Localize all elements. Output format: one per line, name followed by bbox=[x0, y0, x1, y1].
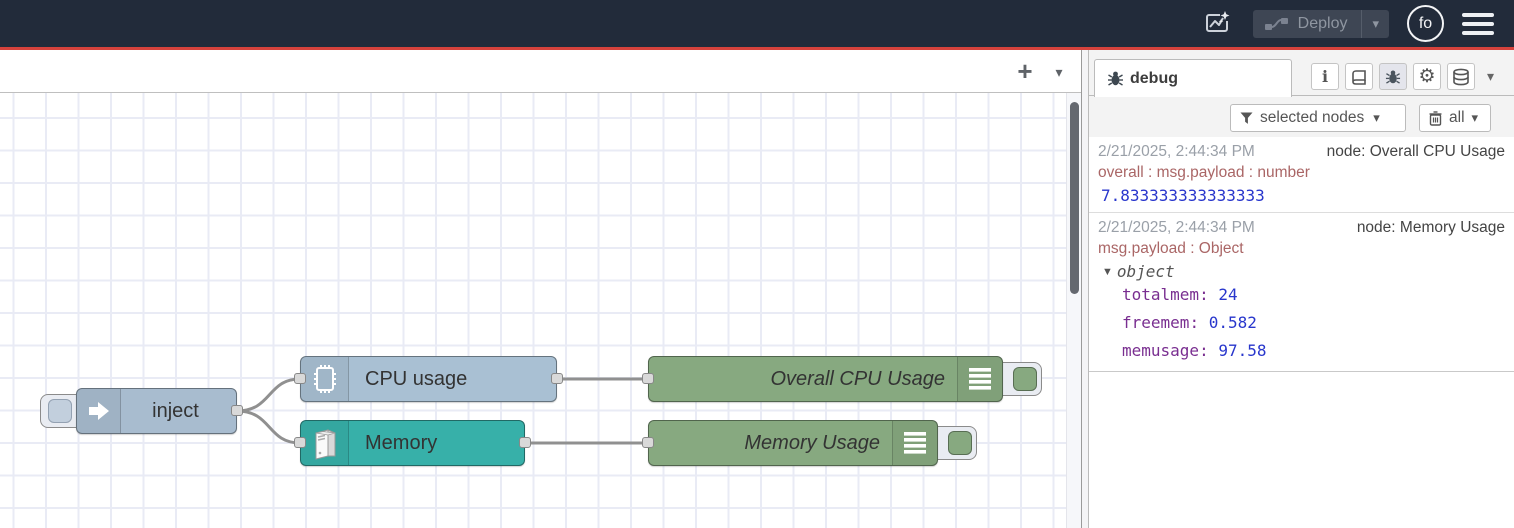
bug-icon bbox=[1385, 69, 1401, 85]
assistant-button[interactable] bbox=[1199, 7, 1235, 41]
object-type-label: object bbox=[1116, 262, 1175, 281]
flow-canvas[interactable]: inject CPU usage bbox=[0, 93, 1081, 528]
debug-clear-label: all bbox=[1449, 109, 1465, 126]
node-cpu-usage[interactable]: CPU usage bbox=[300, 356, 557, 402]
node-debug-cpu[interactable]: Overall CPU Usage bbox=[648, 356, 1003, 402]
port-debug-cpu-in[interactable] bbox=[642, 373, 654, 384]
node-label: inject bbox=[152, 399, 199, 422]
help-tab-button[interactable] bbox=[1345, 63, 1373, 90]
tab-debug[interactable]: debug bbox=[1094, 59, 1292, 97]
wire-layer bbox=[236, 377, 648, 445]
tab-debug-label: debug bbox=[1130, 69, 1178, 87]
info-tab-button[interactable]: i bbox=[1311, 63, 1339, 90]
node-debug-memory[interactable]: Memory Usage bbox=[648, 420, 938, 466]
node-memory[interactable]: Memory bbox=[300, 420, 525, 466]
debug-node-name[interactable]: node: Overall CPU Usage bbox=[1326, 143, 1505, 160]
sidebar-resize-handle[interactable] bbox=[1081, 50, 1089, 528]
database-icon bbox=[1452, 68, 1470, 86]
info-icon: i bbox=[1321, 67, 1329, 86]
deploy-label: Deploy bbox=[1297, 14, 1348, 32]
debug-toggle-button-memory[interactable] bbox=[930, 426, 977, 460]
user-avatar[interactable]: fo bbox=[1407, 5, 1444, 42]
object-field[interactable]: freemem: 0.582 bbox=[1122, 313, 1257, 332]
canvas-scrollbar[interactable] bbox=[1066, 93, 1081, 528]
context-data-tab-button[interactable] bbox=[1447, 63, 1475, 90]
workspace: + ▾ inject bbox=[0, 50, 1081, 528]
main-menu-button[interactable] bbox=[1462, 12, 1494, 35]
port-cpu-in[interactable] bbox=[294, 373, 306, 384]
node-label: CPU usage bbox=[365, 367, 468, 390]
add-flow-button[interactable]: + bbox=[1008, 56, 1042, 86]
flow-tab-bar: + ▾ bbox=[0, 50, 1081, 93]
chevron-down-icon: ▾ bbox=[1372, 15, 1379, 31]
chevron-down-icon: ▾ bbox=[1487, 68, 1495, 84]
header-accent-line bbox=[0, 47, 1514, 50]
debug-message[interactable]: 2/21/2025, 2:44:34 PM node: Memory Usage… bbox=[1089, 213, 1514, 372]
flow-list-button[interactable]: ▾ bbox=[1046, 60, 1072, 84]
debug-sidebar: debug i bbox=[1089, 50, 1514, 528]
avatar-initials: fo bbox=[1418, 14, 1433, 32]
deploy-icon bbox=[1264, 17, 1289, 31]
debug-node-name[interactable]: node: Memory Usage bbox=[1356, 219, 1505, 236]
sidebar-tab-bar: debug i bbox=[1089, 50, 1514, 97]
debug-timestamp: 2/21/2025, 2:44:34 PM bbox=[1098, 219, 1255, 236]
chevron-down-icon: ▾ bbox=[1471, 110, 1479, 125]
node-label: Memory bbox=[365, 431, 438, 454]
book-icon bbox=[1350, 69, 1368, 85]
header-bar: Deploy ▾ fo bbox=[0, 0, 1514, 47]
debug-filter-button[interactable]: selected nodes ▾ bbox=[1230, 104, 1406, 132]
sidebar-menu-button[interactable]: ▾ bbox=[1487, 68, 1494, 85]
hamburger-icon bbox=[1462, 12, 1494, 17]
server-tower-icon bbox=[308, 425, 342, 461]
object-expander[interactable]: ▼ object bbox=[1098, 259, 1505, 281]
trash-icon bbox=[1429, 110, 1442, 126]
object-field[interactable]: totalmem: 24 bbox=[1122, 285, 1238, 304]
port-debug-memory-in[interactable] bbox=[642, 437, 654, 448]
debug-tab-button[interactable] bbox=[1379, 63, 1407, 90]
gear-icon: ⚙ bbox=[1418, 66, 1436, 87]
debug-filter-label: selected nodes bbox=[1260, 109, 1365, 126]
port-memory-in[interactable] bbox=[294, 437, 306, 448]
node-label: Overall CPU Usage bbox=[770, 367, 945, 390]
debug-toolbar: selected nodes ▾ all ▾ bbox=[1089, 96, 1514, 137]
debug-lines-icon bbox=[968, 366, 992, 392]
wire-inject-cpu[interactable] bbox=[236, 377, 301, 413]
funnel-icon bbox=[1240, 112, 1253, 125]
node-inject[interactable]: inject bbox=[76, 388, 237, 434]
microchip-icon bbox=[310, 363, 340, 395]
port-cpu-out[interactable] bbox=[551, 373, 563, 384]
canvas-scrollbar-thumb[interactable] bbox=[1070, 102, 1079, 294]
port-inject-out[interactable] bbox=[231, 405, 243, 416]
debug-message-list[interactable]: 2/21/2025, 2:44:34 PM node: Overall CPU … bbox=[1089, 137, 1514, 372]
node-label: Memory Usage bbox=[744, 431, 880, 454]
debug-message[interactable]: 2/21/2025, 2:44:34 PM node: Overall CPU … bbox=[1089, 137, 1514, 213]
debug-value[interactable]: 7.833333333333333 bbox=[1101, 186, 1265, 205]
bug-icon bbox=[1107, 70, 1124, 87]
object-field[interactable]: memusage: 97.58 bbox=[1122, 341, 1267, 360]
wire-inject-memory[interactable] bbox=[236, 409, 301, 445]
chevron-down-icon: ▾ bbox=[1373, 110, 1380, 125]
debug-property: overall : msg.payload : number bbox=[1098, 164, 1310, 181]
inject-arrow-icon bbox=[87, 400, 111, 422]
debug-property: msg.payload : Object bbox=[1098, 240, 1244, 257]
deploy-options-button[interactable]: ▾ bbox=[1361, 9, 1389, 38]
deploy-button[interactable]: Deploy ▾ bbox=[1252, 9, 1389, 38]
debug-clear-button[interactable]: all ▾ bbox=[1419, 104, 1491, 132]
debug-timestamp: 2/21/2025, 2:44:34 PM bbox=[1098, 143, 1255, 160]
debug-lines-icon bbox=[903, 430, 927, 456]
collapse-caret-icon: ▼ bbox=[1102, 265, 1113, 278]
flow-assistant-icon bbox=[1202, 9, 1232, 39]
config-nodes-tab-button[interactable]: ⚙ bbox=[1413, 63, 1441, 90]
port-memory-out[interactable] bbox=[519, 437, 531, 448]
